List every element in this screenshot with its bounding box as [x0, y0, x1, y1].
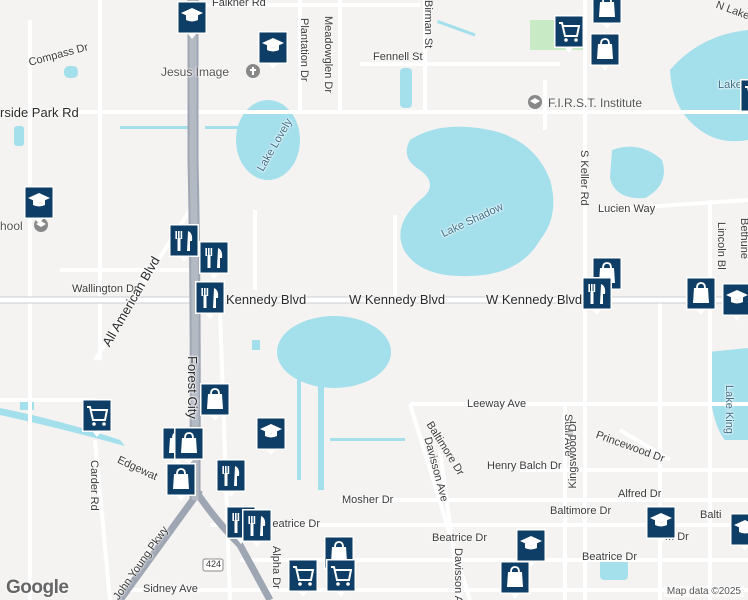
- pond-2: [400, 68, 412, 108]
- food-pin-icon[interactable]: [193, 280, 227, 320]
- place-label-jesus-image[interactable]: Jesus Image: [161, 65, 230, 79]
- map-data-credit[interactable]: Map data ©2025: [663, 586, 744, 597]
- google-logo: Google: [6, 577, 69, 598]
- school-pin-icon[interactable]: [644, 505, 678, 545]
- canal-h: [120, 126, 190, 129]
- street-label-alpha: Alpha Dr: [270, 546, 282, 589]
- street-label-leeway: Leeway Ave: [467, 398, 527, 410]
- pond-1: [64, 66, 78, 78]
- route-shield-bg: [202, 558, 224, 572]
- food-pin-icon[interactable]: [167, 223, 201, 263]
- street-label-kennedy-left: Kennedy Blvd: [226, 292, 307, 307]
- lake-keller: [610, 146, 664, 199]
- water-layer: [0, 19, 748, 580]
- school-pin-icon[interactable]: [175, 0, 209, 40]
- cart-pin-icon[interactable]: [324, 558, 358, 598]
- route-shield-424: 424: [206, 559, 222, 569]
- canal-top: [436, 19, 476, 37]
- street-label-riverside-park: rside Park Rd: [0, 105, 79, 120]
- school-pin-icon[interactable]: [254, 416, 288, 456]
- street-label-baltimore-h: Baltimore Dr: [550, 505, 612, 517]
- street-label-kennedy-mid: W Kennedy Blvd: [349, 292, 446, 307]
- cross-icon[interactable]: [246, 64, 260, 78]
- school-pin-icon[interactable]: [514, 528, 548, 568]
- street-label-mosher: Mosher Dr: [342, 494, 394, 506]
- street-label-davisson-south: Davisson Ave: [452, 548, 464, 600]
- cart-pin-icon[interactable]: [738, 78, 748, 118]
- lake-label-north-east: Lake: [718, 79, 742, 91]
- pond-6: [20, 400, 34, 410]
- food-pin-icon[interactable]: [197, 240, 231, 280]
- street-label-meadowglen: Meadowglen Dr: [322, 16, 334, 94]
- school-pin-icon[interactable]: [22, 185, 56, 225]
- lake-king: [708, 348, 748, 440]
- shop-pin-icon[interactable]: [498, 560, 532, 600]
- shop-pin-icon[interactable]: [684, 276, 718, 316]
- food-pin-icon[interactable]: [240, 508, 274, 548]
- street-label-beatrice-right: Beatrice Dr: [582, 551, 638, 563]
- school-pin-icon[interactable]: [728, 512, 748, 552]
- street-label-keller: S Keller Rd: [578, 150, 590, 206]
- street-label-carder: Carder Rd: [88, 460, 100, 511]
- street-label-fennell: Fennell St: [373, 51, 423, 63]
- canal-3: [330, 438, 405, 441]
- place-label-first-institute[interactable]: F.I.R.S.T. Institute: [548, 96, 643, 110]
- pond-5: [252, 340, 260, 350]
- school-small-icon[interactable]: [528, 95, 542, 109]
- lake-south: [277, 316, 391, 388]
- street-label-bethune: Bethune: [738, 218, 748, 259]
- lake-shadow: [400, 126, 554, 277]
- lake-lovely: [236, 100, 300, 180]
- shop-pin-icon[interactable]: [172, 426, 206, 466]
- canal-1: [318, 380, 324, 490]
- street-label-baltimore-right: Balti: [700, 509, 722, 521]
- street-label-forest-city: Forest City: [185, 356, 200, 419]
- food-pin-icon[interactable]: [580, 276, 614, 316]
- street-label-beatrice-left: Beatrice Dr: [265, 518, 321, 530]
- street-label-sidney: Sidney Ave: [143, 583, 198, 595]
- street-label-beatrice-mid: Beatrice Dr: [432, 532, 488, 544]
- shop-pin-icon[interactable]: [588, 32, 622, 72]
- cart-pin-icon[interactable]: [552, 14, 586, 54]
- place-label-school-left[interactable]: hool: [0, 219, 23, 233]
- canal-h2: [205, 126, 265, 129]
- cart-pin-icon[interactable]: [286, 558, 320, 598]
- street-label-kennedy-right: W Kennedy Blvd: [486, 292, 583, 307]
- street-label-stull: Stull Ave: [562, 414, 574, 457]
- street-label-falkner: Falkner Rd: [212, 0, 266, 9]
- street-label-lucien: Lucien Way: [598, 203, 656, 215]
- shop-pin-icon[interactable]: [198, 382, 232, 422]
- canal-2: [297, 380, 301, 480]
- street-label-alfred: Alfred Dr: [618, 488, 662, 500]
- street-label-plantation: Plantation Dr: [298, 18, 310, 82]
- street-label-kingswood: Kingswood Dr: [567, 420, 579, 489]
- street-label-m-dr: M Dr: [665, 531, 689, 543]
- school-pin-icon[interactable]: [256, 30, 290, 70]
- street-label-wallington: Wallington Dr: [72, 283, 138, 295]
- street-label-birman: Birman St: [422, 0, 434, 49]
- lake-label-king: Lake King: [723, 385, 735, 434]
- shop-pin-icon[interactable]: [590, 0, 624, 30]
- pond-3: [600, 560, 628, 580]
- street-label-henry-balch: Henry Balch Dr: [487, 460, 562, 472]
- food-pin-icon[interactable]: [214, 458, 248, 498]
- shop-pin-icon[interactable]: [164, 462, 198, 502]
- cart-pin-icon[interactable]: [80, 398, 114, 438]
- street-label-lincoln: Lincoln Bl: [715, 222, 727, 270]
- school-pin-icon[interactable]: [720, 282, 748, 322]
- pond-4: [14, 126, 24, 146]
